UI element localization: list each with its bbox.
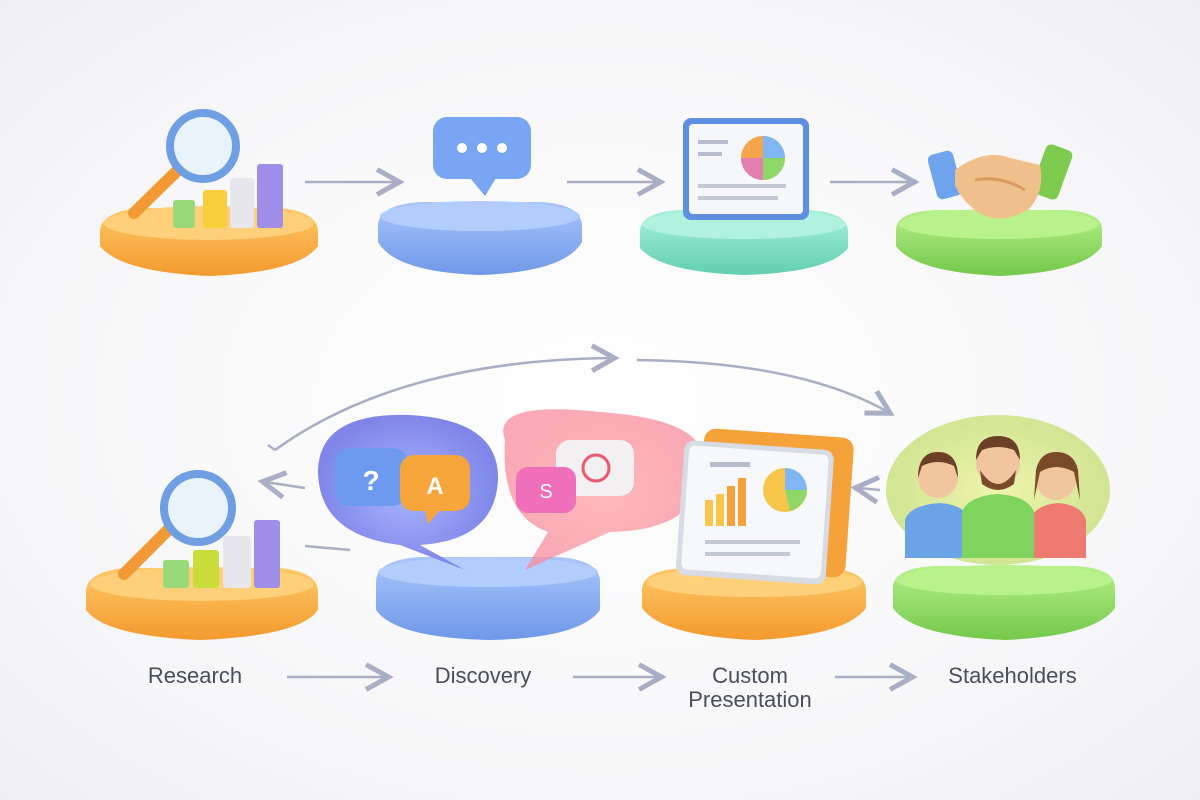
presentation-board-icon <box>676 428 854 585</box>
chat-bubble-icon <box>433 117 531 196</box>
svg-text:A: A <box>426 473 443 500</box>
svg-text:S: S <box>539 481 552 503</box>
handshake-icon <box>927 144 1073 219</box>
cycle-arrows <box>265 358 888 552</box>
label-custom-presentation-line2: Presentation <box>688 687 812 712</box>
people-group-icon <box>886 415 1110 565</box>
question-bubbles-icon: ? A S <box>318 409 704 570</box>
bottom-platform-stakeholders <box>893 565 1115 640</box>
label-custom-presentation-line1: Custom <box>712 663 788 688</box>
label-research: Research <box>147 663 243 688</box>
label-custom-presentation: Custom Presentation <box>660 664 840 712</box>
label-stakeholders: Stakeholders <box>948 663 1077 688</box>
presentation-board-icon <box>683 118 809 220</box>
bottom-platform-discovery <box>376 557 600 640</box>
top-platform-stakeholders <box>896 209 1102 276</box>
top-platform-discovery <box>378 201 582 275</box>
svg-text:?: ? <box>362 465 379 496</box>
label-discovery: Discovery <box>434 663 532 688</box>
magnifier-chart-icon <box>118 470 280 588</box>
magnifier-chart-icon <box>128 109 283 228</box>
